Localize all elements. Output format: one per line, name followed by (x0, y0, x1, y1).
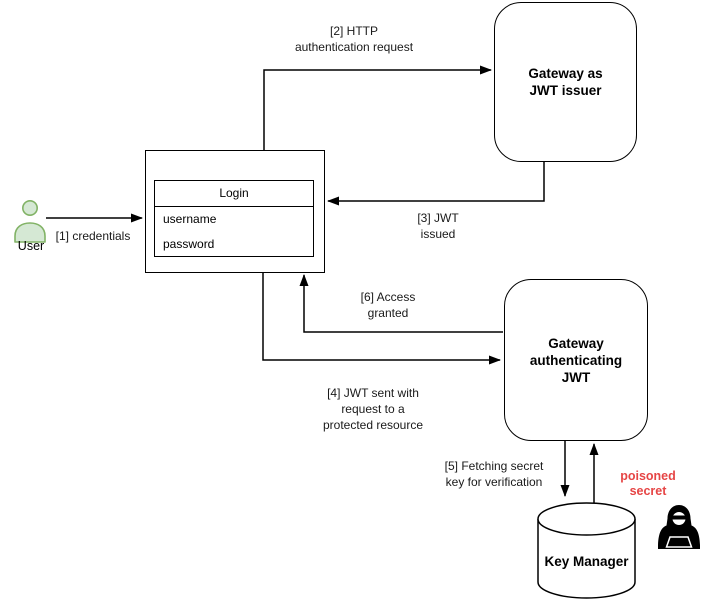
gateway-jwt-issuer-node: Gateway as JWT issuer (494, 2, 637, 162)
key-manager-label: Key Manager (544, 554, 629, 569)
edge-label-fetch-secret: [5] Fetching secret key for verification (444, 459, 544, 489)
username-field[interactable]: username (163, 212, 217, 226)
poisoned-secret-label: poisoned secret (620, 469, 676, 498)
login-form: Login username password (154, 180, 314, 257)
arrow-jwt-issued (327, 160, 545, 206)
password-field[interactable]: password (163, 237, 215, 251)
edge-label-access-granted: [6] Access granted (360, 290, 416, 320)
arrow-access-granted (299, 274, 503, 333)
edge-label-jwt-sent: [4] JWT sent with request to a protected… (322, 386, 424, 432)
edge-label-http-auth-request: [2] HTTP authentication request (294, 24, 414, 54)
gateway-authenticating-jwt-node: Gateway authenticating JWT (504, 279, 648, 441)
login-form-title: Login (155, 181, 313, 207)
edge-label-credentials: [1] credentials (55, 229, 131, 243)
arrow-http-auth-request (263, 65, 492, 150)
arrow-jwt-sent (262, 272, 501, 365)
hacker-icon (658, 505, 700, 549)
key-manager-cylinder (537, 502, 636, 599)
edge-label-jwt-issued: [3] JWT issued (417, 211, 459, 241)
user-label: User (17, 239, 45, 253)
user-person-icon (14, 200, 46, 243)
